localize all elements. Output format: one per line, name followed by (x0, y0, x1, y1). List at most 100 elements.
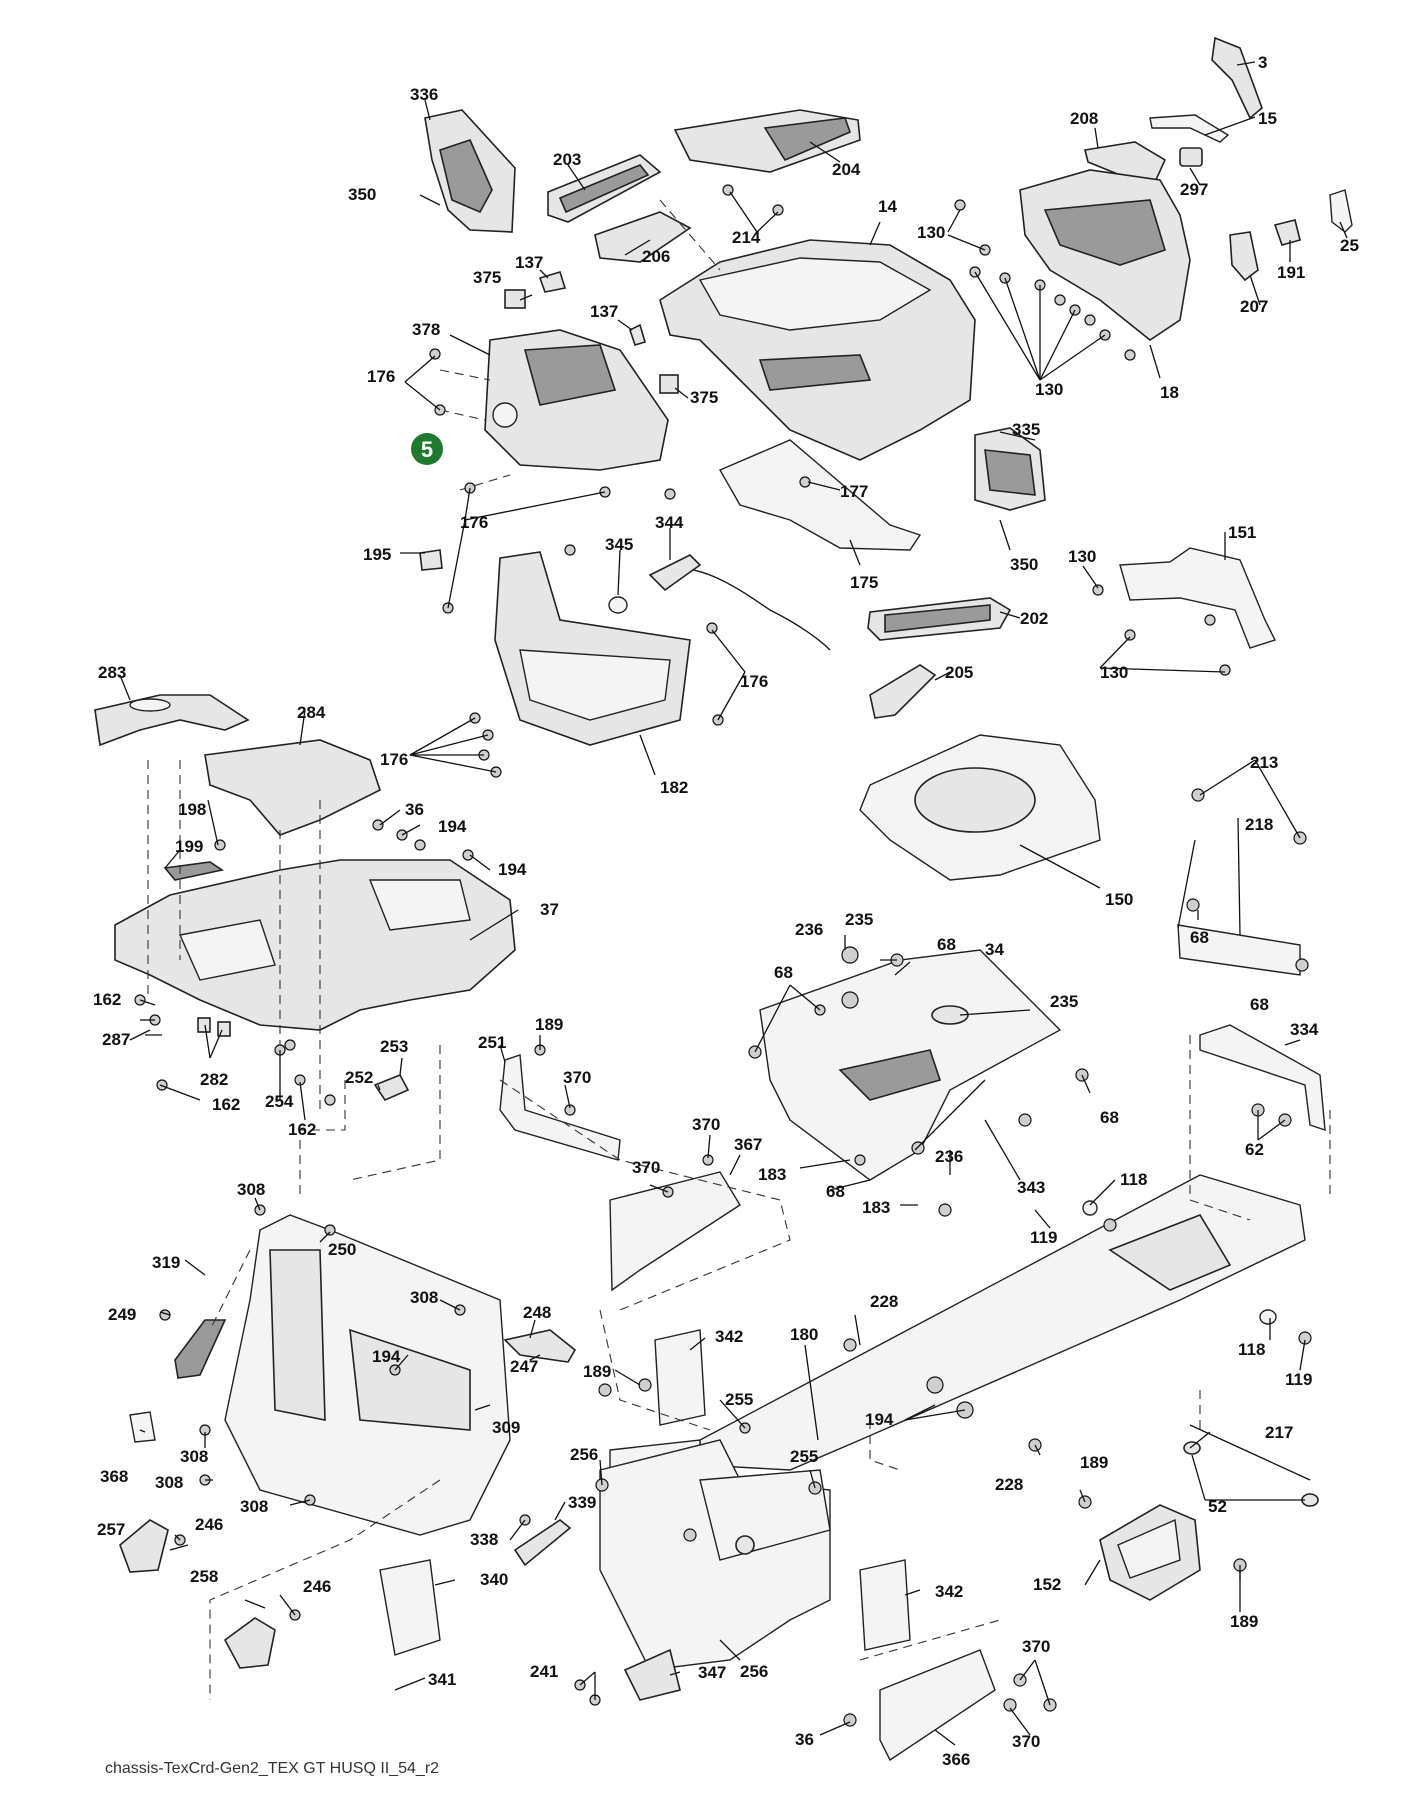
callout-334: 334 (1290, 1020, 1319, 1039)
part-342b (859, 1559, 911, 1651)
callout-162a: 162 (93, 990, 121, 1009)
callout-246a: 246 (195, 1515, 223, 1534)
callout-52: 52 (1208, 1497, 1227, 1516)
callout-207: 207 (1240, 297, 1268, 316)
part-345 (608, 596, 628, 614)
callout-214: 214 (732, 228, 761, 247)
callout-68b: 68 (774, 963, 793, 982)
callout-246b: 246 (303, 1577, 331, 1596)
callout-119b: 119 (1285, 1370, 1312, 1389)
callout-345: 345 (605, 535, 633, 554)
callout-177: 177 (840, 482, 868, 501)
part-199 (163, 861, 225, 881)
part-252 (373, 1073, 410, 1102)
callout-194c: 194 (372, 1347, 401, 1366)
callout-34: 34 (985, 940, 1004, 959)
callout-340: 340 (480, 1570, 508, 1589)
callout-342b: 342 (935, 1582, 963, 1601)
callout-255b: 255 (790, 1447, 818, 1466)
callout-350a: 350 (348, 185, 376, 204)
callout-350b: 350 (1010, 555, 1038, 574)
part-282a (197, 1017, 211, 1033)
part-137b (629, 323, 646, 346)
part-180-frame (699, 1174, 1306, 1471)
callout-183a: 183 (758, 1165, 786, 1184)
callout-370b: 370 (692, 1115, 720, 1134)
part-191 (1273, 219, 1301, 246)
callout-297: 297 (1180, 180, 1208, 199)
callout-195: 195 (363, 545, 391, 564)
callout-151: 151 (1228, 523, 1256, 542)
callout-176d: 176 (380, 750, 408, 769)
callout-189d: 189 (1230, 1612, 1258, 1631)
callout-368: 368 (100, 1467, 128, 1486)
callout-198: 198 (178, 800, 206, 819)
part-137a (538, 271, 567, 293)
leader-lines (119, 61, 1348, 1746)
callout-308a: 308 (237, 1180, 265, 1199)
callout-370a: 370 (563, 1068, 591, 1087)
highlight-badge[interactable]: 5 (411, 433, 443, 465)
part-375b (659, 374, 679, 394)
part-217 (1189, 1424, 1311, 1481)
callout-162c: 162 (288, 1120, 316, 1139)
callout-308b: 308 (410, 1288, 438, 1307)
callout-137b: 137 (590, 302, 618, 321)
part-297 (1179, 147, 1203, 167)
part-339 (513, 1519, 572, 1567)
callout-36a: 36 (405, 800, 424, 819)
callout-176a: 176 (367, 367, 395, 386)
callout-236b: 236 (935, 1147, 963, 1166)
callout-336: 336 (410, 85, 438, 104)
callout-119a: 119 (1030, 1228, 1057, 1247)
callout-204: 204 (832, 160, 861, 179)
callout-258: 258 (190, 1567, 218, 1586)
part-319 (174, 1319, 227, 1379)
callout-218: 218 (1245, 815, 1273, 834)
callout-344: 344 (655, 513, 684, 532)
callout-228b: 228 (995, 1475, 1023, 1494)
callout-308d: 308 (155, 1473, 183, 1492)
callout-62: 62 (1245, 1140, 1264, 1159)
callout-338: 338 (470, 1530, 498, 1549)
callout-367: 367 (734, 1135, 762, 1154)
callout-68a: 68 (937, 935, 956, 954)
part-248 (503, 1329, 577, 1363)
callout-203: 203 (553, 150, 581, 169)
callout-343: 343 (1017, 1178, 1045, 1197)
part-15 (1149, 114, 1230, 143)
highlight-badge-circle (411, 433, 443, 465)
callout-194a: 194 (438, 817, 467, 836)
callout-162b: 162 (212, 1095, 240, 1114)
part-342a (654, 1329, 706, 1426)
part-3 (1211, 36, 1263, 120)
callout-342a: 342 (715, 1327, 743, 1346)
callout-191: 191 (1277, 263, 1305, 282)
callout-308e: 308 (240, 1497, 268, 1516)
callout-150: 150 (1105, 890, 1133, 909)
part-367 (609, 1171, 741, 1292)
callout-319: 319 (152, 1253, 180, 1272)
callout-25: 25 (1340, 236, 1359, 255)
callout-202: 202 (1020, 609, 1048, 628)
callout-309: 309 (492, 1418, 520, 1437)
part-25 (1329, 189, 1353, 233)
callout-68f: 68 (826, 1182, 845, 1201)
callout-130c: 130 (1068, 547, 1096, 566)
part-375a (504, 289, 526, 309)
callout-180: 180 (790, 1325, 818, 1344)
callout-175: 175 (850, 573, 878, 592)
part-218 (1177, 924, 1301, 976)
callout-370e: 370 (1012, 1732, 1040, 1751)
callout-176b: 176 (460, 513, 488, 532)
callout-68d: 68 (1250, 995, 1269, 1014)
callout-308c: 308 (180, 1447, 208, 1466)
callout-235a: 235 (845, 910, 873, 929)
callout-241: 241 (530, 1662, 558, 1681)
callout-378: 378 (412, 320, 440, 339)
part-334 (1199, 1024, 1326, 1132)
callout-283: 283 (98, 663, 126, 682)
callout-15: 15 (1258, 109, 1277, 128)
callout-341: 341 (428, 1670, 456, 1689)
part-175 (719, 439, 922, 551)
